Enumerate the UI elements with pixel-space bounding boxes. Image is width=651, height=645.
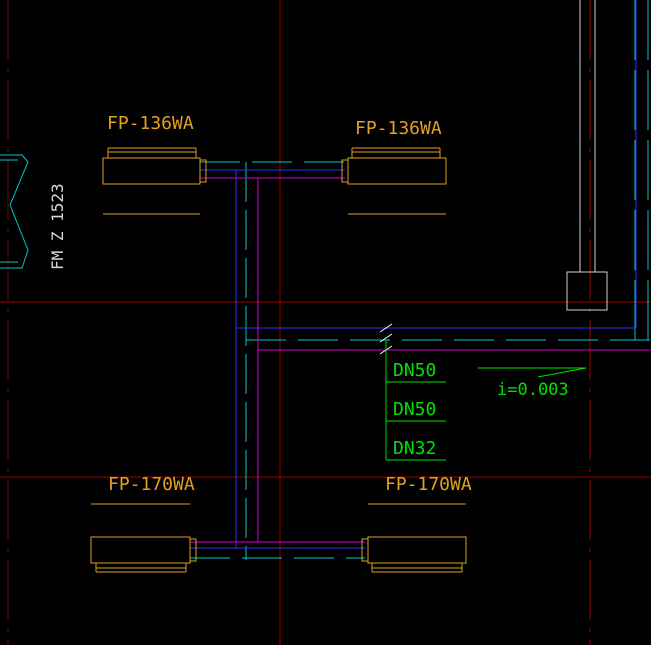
pipe-size-3: DN32 xyxy=(393,438,436,459)
supply-pipes xyxy=(190,0,637,549)
return-pipes xyxy=(190,177,651,543)
pipe-size-2: DN50 xyxy=(393,399,436,420)
unit-label-top-left: FP-136WA xyxy=(107,113,194,134)
fcu-bottom-left xyxy=(90,503,197,573)
unit-label-bottom-right: FP-170WA xyxy=(385,474,472,495)
unit-label-bottom-left: FP-170WA xyxy=(108,474,195,495)
pipe-size-1: DN50 xyxy=(393,360,436,381)
door-tag-label: FM Z 1523 xyxy=(48,183,67,270)
door-symbol xyxy=(0,154,29,269)
slope-label: i=0.003 xyxy=(497,380,569,400)
unit-label-top-right: FP-136WA xyxy=(355,118,442,139)
column-box xyxy=(566,271,608,311)
break-mark-1 xyxy=(379,323,393,333)
condensate-pipes xyxy=(190,0,651,560)
fcu-top-left xyxy=(102,147,207,215)
walls xyxy=(566,0,608,311)
fcu-top-right xyxy=(341,147,447,215)
slope-arrow xyxy=(478,367,587,378)
return-top xyxy=(257,177,365,543)
break-mark-2 xyxy=(379,333,393,343)
pipe-size-leader xyxy=(385,340,446,461)
fcu-bottom-right xyxy=(361,503,467,573)
supply-top xyxy=(190,169,237,549)
